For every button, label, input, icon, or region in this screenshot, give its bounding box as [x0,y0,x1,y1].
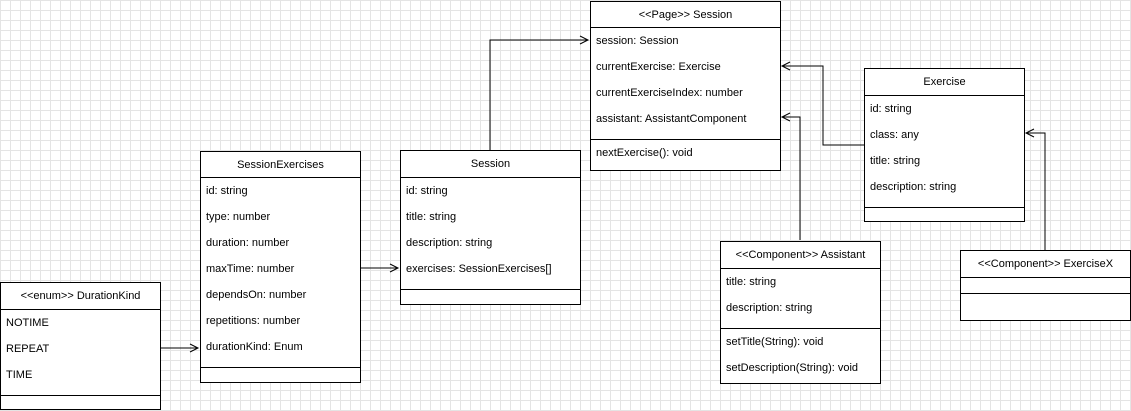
enum-value: REPEAT [6,343,50,355]
duration-kind-enum[interactable]: <<enum>> DurationKind NOTIME REPEAT TIME [0,282,161,410]
class-title: <<Component>> Assistant [721,242,880,269]
class-field: currentExercise: Exercise [596,61,721,73]
class-field: title: string [406,211,457,223]
enum-value: NOTIME [6,317,49,329]
class-field: description: string [406,237,493,249]
exercise-class[interactable]: Exercise id: string class: any title: st… [864,68,1025,222]
assistant-class[interactable]: <<Component>> Assistant title: string de… [720,241,881,384]
class-title: SessionExercises [201,152,360,178]
arrowhead-session-exercises-field [389,263,400,273]
class-field: assistant: AssistantComponent [596,113,747,125]
class-field: title: string [870,155,921,167]
class-field: id: string [870,103,912,115]
connector-assistant-to-page-session [782,116,801,240]
class-field: exercises: SessionExercises[] [406,263,552,275]
session-class[interactable]: Session id: string title: string descrip… [400,150,581,305]
arrowhead-exercise [1024,128,1035,138]
class-divider [721,321,880,329]
class-divider [865,200,1024,208]
class-field: class: any [870,129,919,141]
connector-exercise-to-page-session [782,65,864,146]
class-title: <<Component>> ExerciseX [961,251,1130,278]
exercisex-class[interactable]: <<Component>> ExerciseX [960,250,1131,321]
class-title: Session [401,151,580,178]
connector-exercisex-to-exercise [1026,132,1046,250]
class-empty-compartment [961,278,1130,294]
class-divider [591,132,780,140]
class-divider [1,388,160,396]
connector-session-to-page-session [489,39,588,150]
arrowhead-page-session-assistant [780,112,791,122]
arrowhead-page-session-exercise [780,61,791,71]
class-field: duration: number [206,237,290,249]
class-field: maxTime: number [206,263,295,275]
class-field: id: string [206,185,248,197]
class-field: session: Session [596,35,679,47]
class-divider [201,360,360,368]
class-field: durationKind: Enum [206,341,303,353]
class-field: type: number [206,211,271,223]
arrowhead-page-session-field [579,35,590,45]
class-field: dependsOn: number [206,289,307,301]
page-session-class[interactable]: <<Page>> Session session: Session curren… [590,1,781,171]
class-method: setDescription(String): void [726,362,859,374]
class-field: description: string [726,302,813,314]
class-method: nextExercise(): void [596,147,693,159]
class-title: <<Page>> Session [591,2,780,28]
class-field: repetitions: number [206,315,301,327]
class-title: <<enum>> DurationKind [1,283,160,310]
class-title: Exercise [865,69,1024,96]
session-exercises-class[interactable]: SessionExercises id: string type: number… [200,151,361,383]
class-divider [401,282,580,290]
class-field: id: string [406,185,448,197]
class-field: description: string [870,181,957,193]
class-divider [961,294,1130,302]
class-field: currentExerciseIndex: number [596,87,743,99]
class-method: setTitle(String): void [726,336,824,348]
class-field: title: string [726,276,777,288]
enum-value: TIME [6,369,33,381]
arrowhead-session-exercises-durationkind [189,343,200,353]
